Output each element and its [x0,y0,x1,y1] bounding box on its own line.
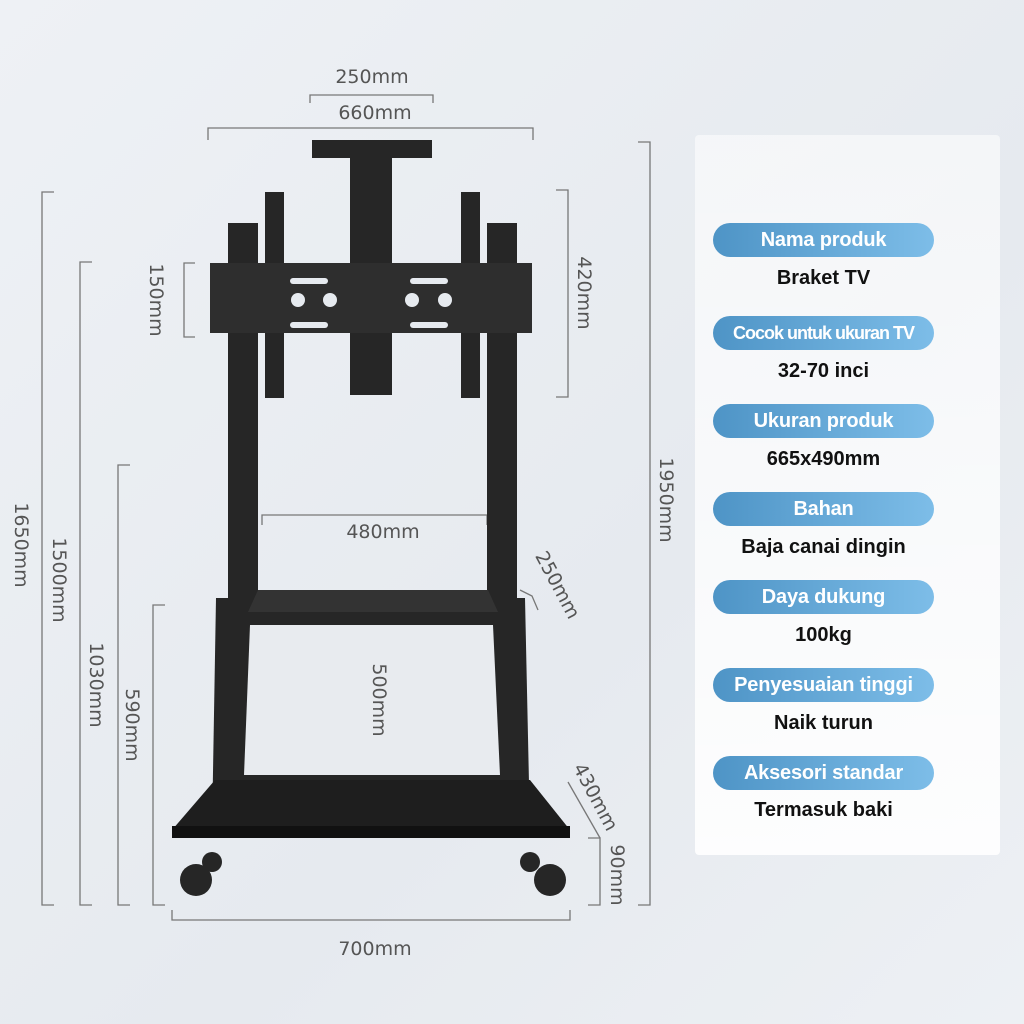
dim-1950: 1950mm [655,457,677,542]
dim-420: 420mm [573,256,595,329]
dim-1030: 1030mm [85,642,107,727]
dim-660: 660mm [338,102,411,124]
spec-label: Daya dukung [713,580,934,614]
spec-label: Bahan [713,492,934,526]
spec-label: Ukuran produk [713,404,934,438]
crossbar-holes [290,278,452,328]
dim-90: 90mm [606,844,628,905]
spec-value: 100kg [795,624,852,646]
dim-250-top: 250mm [335,66,408,88]
spec-label: Aksesori standar [713,756,934,790]
dim-1500: 1500mm [48,537,70,622]
spec-value: Baja canai dingin [741,536,906,558]
tv-stand [172,140,570,896]
dim-480: 480mm [346,521,419,543]
dim-1650: 1650mm [10,502,32,587]
spec-label: Nama produk [713,223,934,257]
dim-590: 590mm [121,688,143,761]
spec-value: Braket TV [776,267,871,289]
spec-value: Termasuk baki [754,799,893,821]
spec-value: 665x490mm [766,448,881,470]
spec-label: Penyesuaian tinggi [713,668,934,702]
dim-150: 150mm [145,263,167,336]
spec-label: Cocok untuk ukuran TV [713,316,934,350]
spec-value: 32-70 inci [777,360,870,382]
dim-700: 700mm [338,938,411,960]
spec-value: Naik turun [774,712,873,734]
dim-250-shelf: 250mm [530,548,584,623]
dim-500: 500mm [368,663,390,736]
